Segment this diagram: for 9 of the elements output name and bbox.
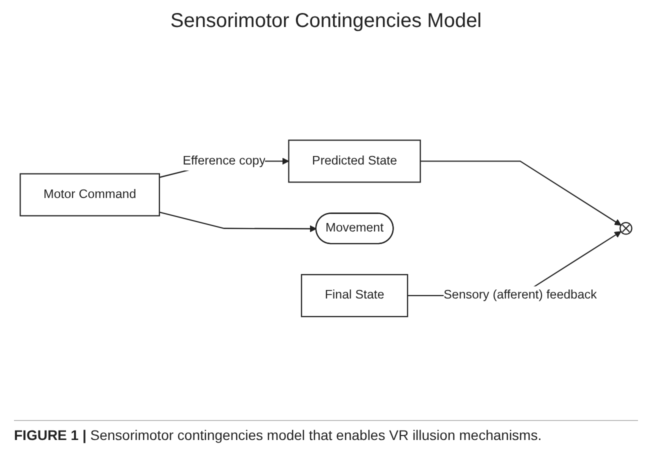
arrow — [159, 212, 317, 232]
comparator-circle — [620, 222, 632, 235]
process-box: Predicted State — [288, 140, 421, 183]
figure-caption: FIGURE 1 | Sensorimotor contingencies model that enables VR illusion mechanisms. — [14, 420, 638, 443]
diagram-title: Sensorimotor Contingencies Model — [169, 10, 483, 33]
process-ellipse: Movement — [315, 212, 394, 244]
process-box: Final State — [300, 274, 408, 318]
arrow — [420, 160, 622, 226]
process-box: Motor Command — [20, 173, 160, 216]
